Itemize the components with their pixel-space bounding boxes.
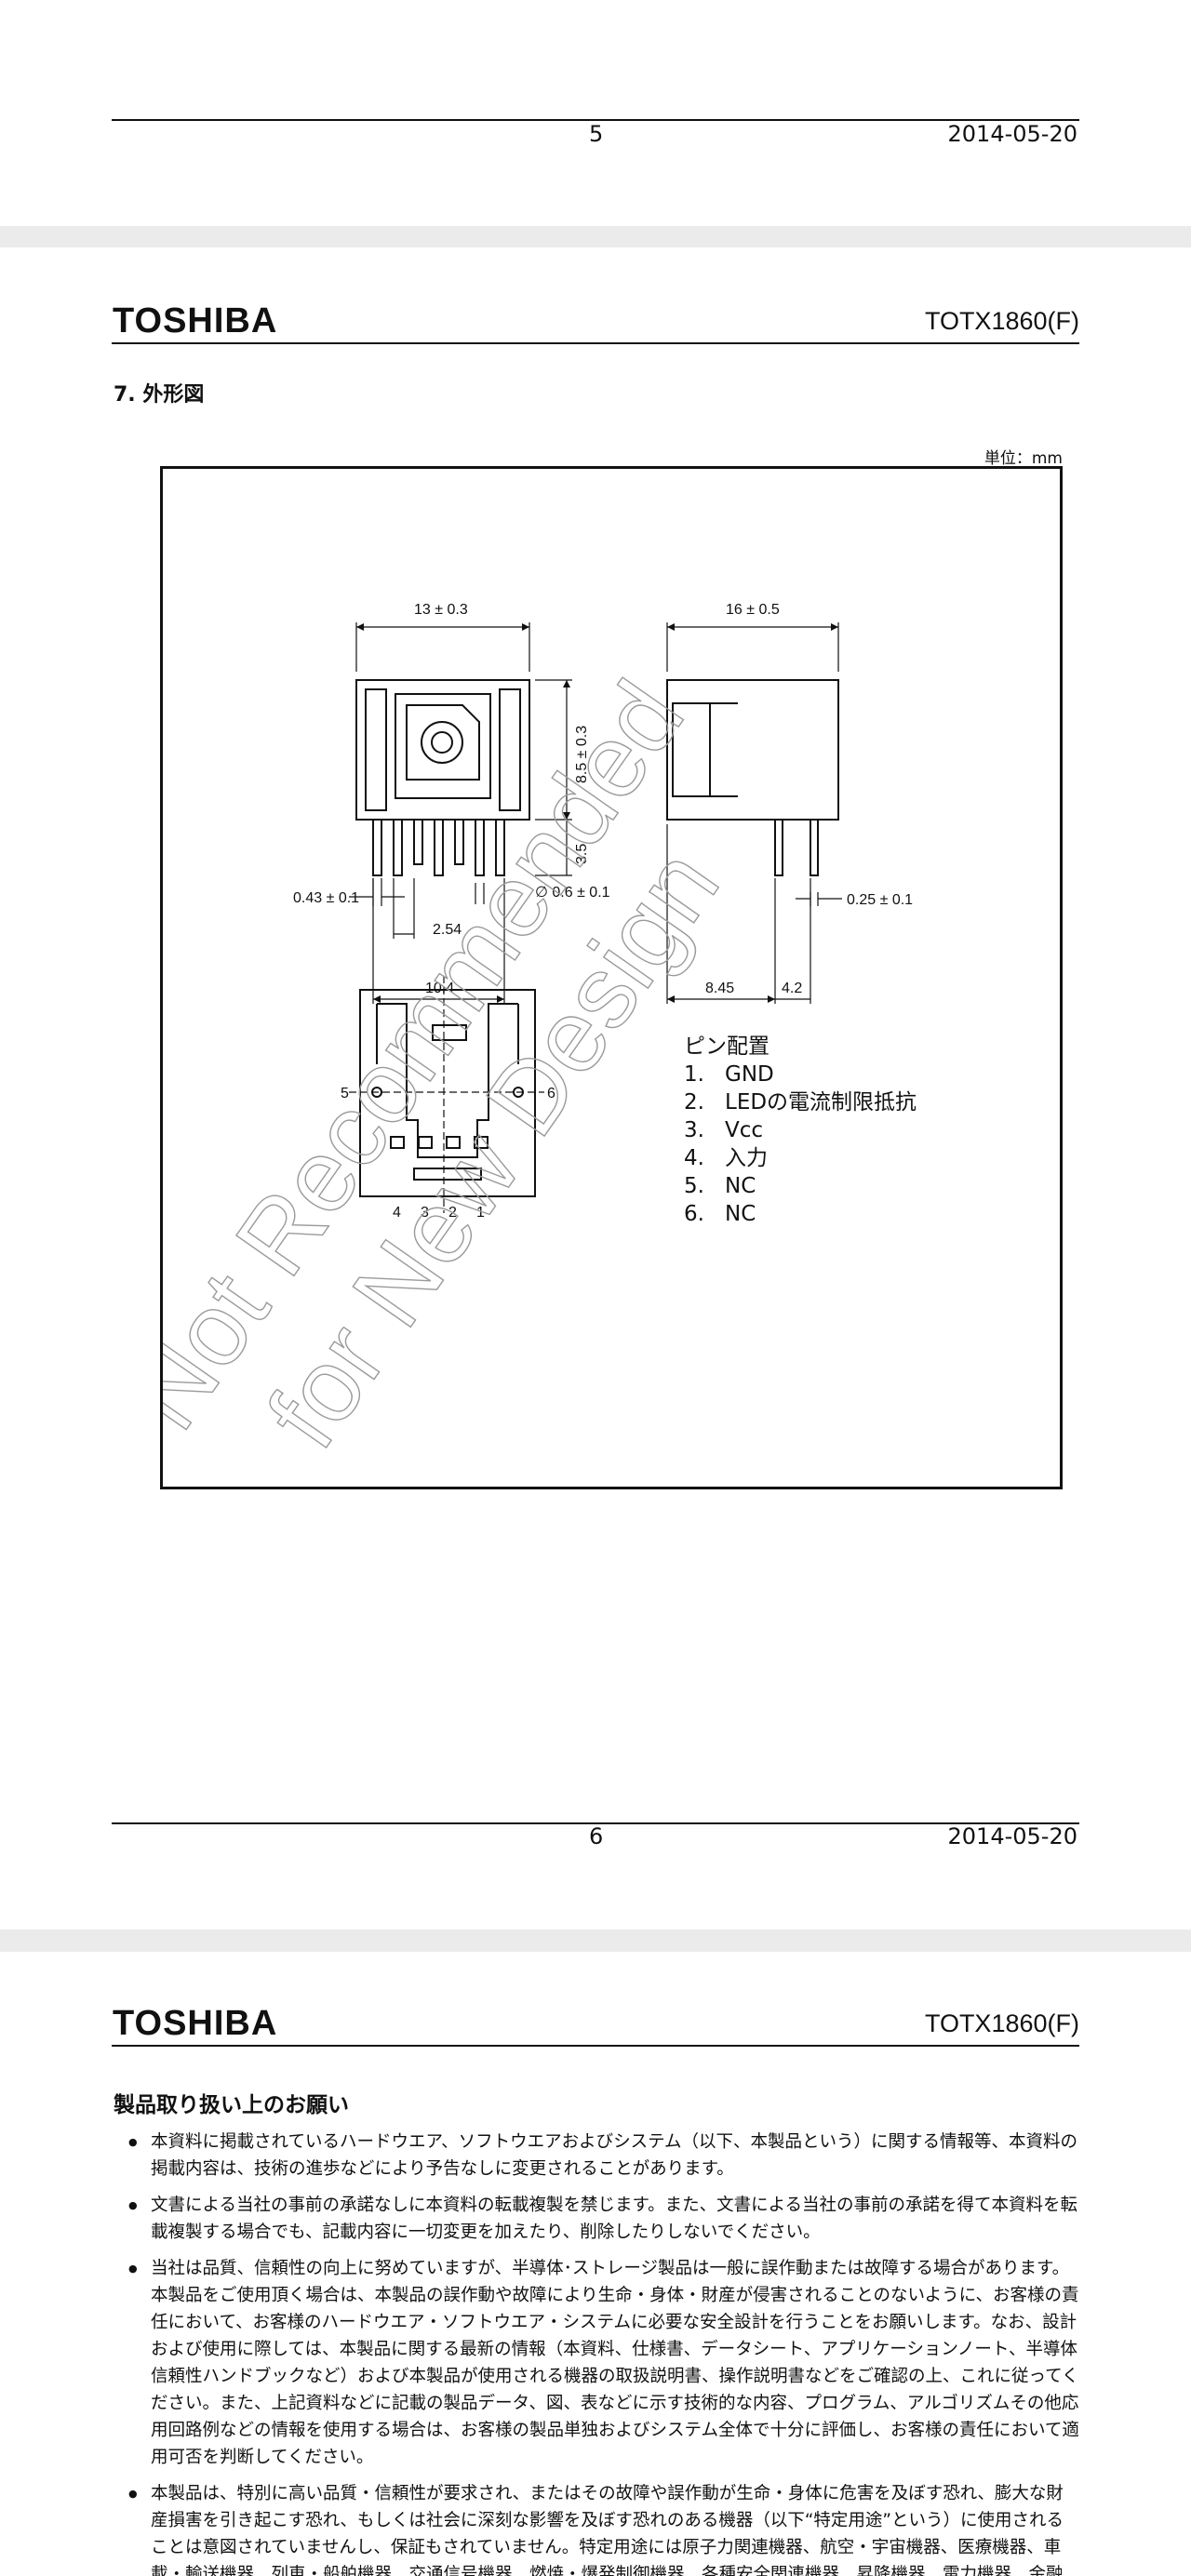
page-7: TOSHIBA TOTX1860(F) 製品取り扱い上のお願い 本資料に掲載され… [0, 1952, 1191, 2576]
pin-config-name-4: 入力 [725, 1146, 768, 1170]
bottom-view-body [359, 989, 536, 1197]
brand-logo: TOSHIBA [113, 2004, 278, 2043]
side-view-body [666, 679, 839, 821]
dim-span: 10.4 [425, 981, 454, 996]
pin-label-5: 5 [341, 1086, 349, 1101]
dim-front-width: 13 ± 0.3 [414, 602, 468, 618]
outline-drawing: 13 ± 0.3 16 ± 0.5 8.5 ± 0.3 3.5 0.43 ± 0… [160, 466, 1063, 1489]
dim-side-pin-gap: 4.2 [782, 981, 802, 996]
part-number: TOTX1860(F) [924, 307, 1079, 335]
pin-config-num-1: 1. [684, 1062, 704, 1087]
footer-date: 2014-05-20 [947, 1823, 1077, 1849]
notice-item: 文書による当社の事前の承諾なしに本資料の転載複製を禁じます。また、文書による当社… [128, 2192, 1079, 2246]
handling-heading: 製品取り扱い上のお願い [114, 2093, 349, 2117]
pin-config-name-5: NC [725, 1174, 756, 1198]
front-view-right-tab [499, 688, 521, 811]
page-number: 5 [589, 121, 604, 147]
footer-date: 2014-05-20 [947, 121, 1077, 147]
front-view-left-tab [365, 688, 387, 811]
pin-config-title: ピン配置 [684, 1034, 769, 1059]
pin-config-num-5: 5. [684, 1174, 704, 1198]
page-6: TOSHIBA TOTX1860(F) 7. 外形図 単位：mm [0, 247, 1191, 1929]
pin-config-name-2: LEDの電流制限抵抗 [725, 1090, 917, 1114]
pin-config-num-6: 6. [684, 1202, 704, 1226]
notice-item: 本資料に掲載されているハードウエア、ソフトウエアおよびシステム（以下、本製品とい… [128, 2129, 1079, 2182]
notice-item: 本製品は、特別に高い品質・信頼性が要求され、またはその故障や誤作動が生命・身体に… [128, 2480, 1079, 2576]
footer-rule [112, 119, 1079, 121]
pin-label-6: 6 [547, 1086, 555, 1101]
pin-label-1: 1 [476, 1205, 485, 1221]
dim-side-width: 16 ± 0.5 [726, 602, 780, 618]
notice-list: 本資料に掲載されているハードウエア、ソフトウエアおよびシステム（以下、本製品とい… [128, 2129, 1079, 2576]
brand-logo: TOSHIBA [113, 301, 278, 340]
dim-side-pin-width: 0.25 ± 0.1 [847, 892, 913, 908]
dim-side-offset: 8.45 [705, 981, 734, 996]
section-title: 7. 外形図 [114, 383, 205, 407]
pin-config-name-3: Vcc [725, 1118, 763, 1142]
receptacle-core [431, 731, 453, 754]
receptacle-ring [421, 721, 463, 764]
outline-drawing-svg: 13 ± 0.3 16 ± 0.5 8.5 ± 0.3 3.5 0.43 ± 0… [163, 602, 917, 1468]
header-rule [112, 342, 1079, 344]
dim-pin-width: 0.43 ± 0.1 [293, 890, 359, 906]
pin-config-num-4: 4. [684, 1146, 704, 1170]
pin-config-num-2: 2. [684, 1090, 704, 1114]
part-number: TOTX1860(F) [924, 2009, 1079, 2037]
page-5-footer-area: 5 2014-05-20 [0, 0, 1191, 226]
header-rule [112, 2045, 1079, 2047]
page-number: 6 [589, 1823, 604, 1849]
pin-config-num-3: 3. [684, 1118, 704, 1142]
unit-label: 単位：mm [984, 449, 1063, 468]
front-view-socket [395, 693, 491, 799]
pin-config-name-1: GND [725, 1062, 774, 1087]
dim-pitch: 2.54 [433, 922, 462, 938]
notice-item: 当社は品質、信頼性の向上に努めていますが、半導体･ストレージ製品は一般に誤作動ま… [128, 2255, 1079, 2471]
pin-config-name-6: NC [725, 1202, 756, 1226]
dim-pin-length: 3.5 [574, 844, 590, 864]
dim-hole-dia: ∅ 0.6 ± 0.1 [535, 885, 610, 901]
pin-label-2: 2 [448, 1205, 457, 1221]
pin-label-4: 4 [393, 1205, 401, 1221]
footer-rule [112, 1822, 1079, 1824]
pin-label-3: 3 [421, 1205, 429, 1221]
dim-height: 8.5 ± 0.3 [574, 726, 590, 783]
